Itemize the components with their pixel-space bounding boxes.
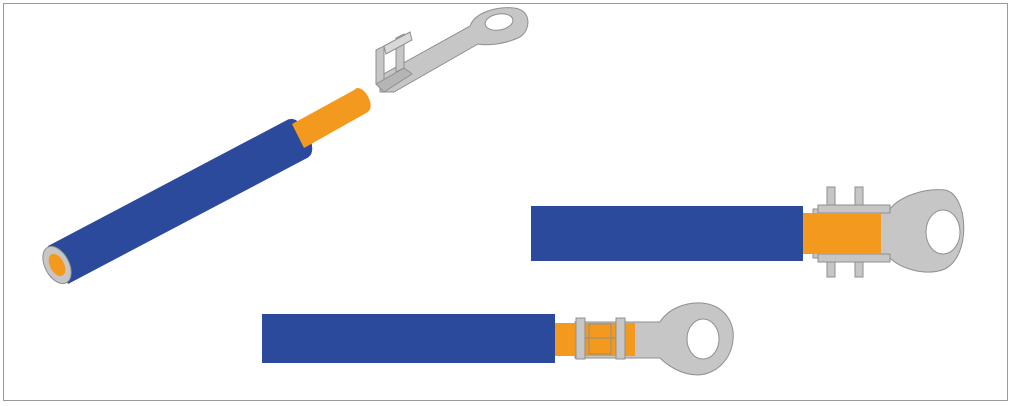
ring-terminal-crimped (574, 302, 734, 376)
barrel-rim-top (817, 204, 891, 214)
terminal-ring-hole (484, 13, 514, 31)
ring-terminal-separate (375, 7, 529, 93)
barrel-top-edge (383, 31, 413, 55)
conductor-inserted (803, 213, 881, 254)
terminal-before-crimp (531, 186, 965, 278)
conductor-cross-section (48, 253, 66, 277)
terminal-ring-hole-top (925, 209, 961, 255)
barrel-wing-left (375, 45, 385, 85)
terminal-after-crimp (262, 302, 734, 376)
wire-insulation-horizontal-bottom (262, 314, 555, 363)
barrel-base (375, 67, 413, 93)
conductor-tip (353, 88, 371, 112)
crimp-band-right (615, 317, 626, 360)
exposed-conductor (292, 89, 368, 148)
insulated-wire-diagonal (42, 88, 371, 285)
barrel-rim-bottom (817, 253, 891, 263)
wire-insulation-horizontal-top (531, 206, 803, 261)
crimp-window (588, 323, 612, 355)
crimp-band-left (575, 317, 586, 360)
wire-insulation (48, 119, 309, 284)
terminal-ring-hole-bottom (686, 318, 720, 360)
wire-and-terminal-separated (42, 7, 529, 285)
